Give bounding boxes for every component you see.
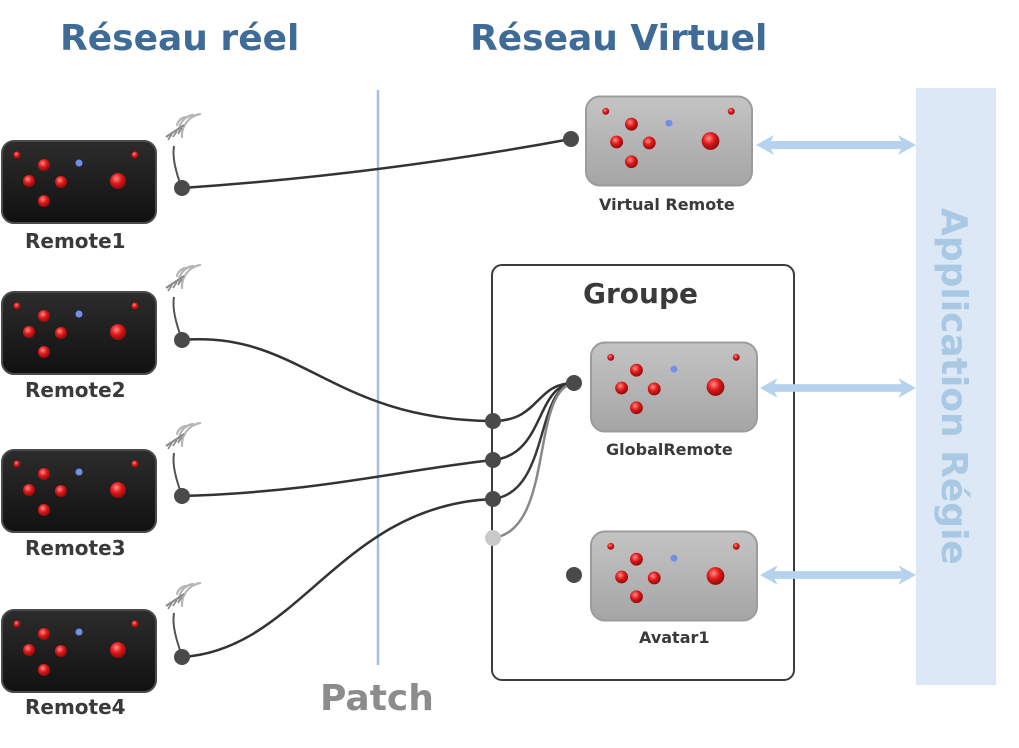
port-remote3 (174, 488, 190, 504)
remote-label-2: Remote2 (25, 378, 126, 402)
remote-device-2 (1, 263, 202, 375)
port-group-1 (485, 413, 501, 429)
virtual-remote-label: Virtual Remote (599, 195, 735, 214)
real-network-title: Réseau réel (60, 18, 299, 59)
connection-remote1-virtual (181, 137, 572, 190)
remote-body-icon (1, 449, 157, 533)
remote-device-1 (1, 112, 202, 224)
antenna-icon (164, 112, 202, 142)
group-link-4 (492, 381, 575, 540)
port-avatar (566, 567, 582, 583)
port-group-2 (485, 452, 501, 468)
double-arrow-icon (756, 135, 916, 155)
port-virtual-remote (563, 131, 579, 147)
group-link-2 (492, 381, 575, 462)
connection-remote3-group (181, 458, 494, 498)
remote-device-4 (1, 581, 202, 693)
connection-remote4-group (181, 497, 494, 659)
global-remote-label: GlobalRemote (606, 440, 733, 459)
port-global-remote (566, 375, 582, 391)
remote-body-icon (1, 140, 157, 224)
remote-body-icon (1, 291, 157, 375)
remote-label-3: Remote3 (25, 536, 126, 560)
antenna-icon (164, 581, 202, 611)
antenna-icon (164, 421, 202, 451)
remote-device-3 (1, 421, 202, 533)
remote-label-1: Remote1 (25, 229, 126, 253)
remote-body-icon (1, 609, 157, 693)
connection-ports (174, 131, 582, 665)
virtual-remote-icon (585, 95, 753, 187)
port-remote2 (174, 332, 190, 348)
application-label: Application Régie (933, 208, 974, 565)
patch-connections (181, 137, 575, 659)
avatar-remote-icon (590, 530, 758, 622)
remote-label-4: Remote4 (25, 695, 126, 719)
port-remote1 (174, 180, 190, 196)
antenna-icon (164, 263, 202, 293)
group-link-1 (492, 381, 575, 423)
avatar-remote-label: Avatar1 (639, 628, 710, 647)
group-title: Groupe (583, 277, 698, 310)
virtual-network-title: Réseau Virtuel (470, 18, 767, 59)
patch-label: Patch (320, 678, 434, 719)
port-group-3 (485, 491, 501, 507)
global-remote-icon (590, 341, 758, 433)
port-group-empty (485, 530, 501, 546)
connection-remote2-group (181, 337, 494, 423)
application-panel (916, 88, 996, 685)
port-remote4 (174, 649, 190, 665)
